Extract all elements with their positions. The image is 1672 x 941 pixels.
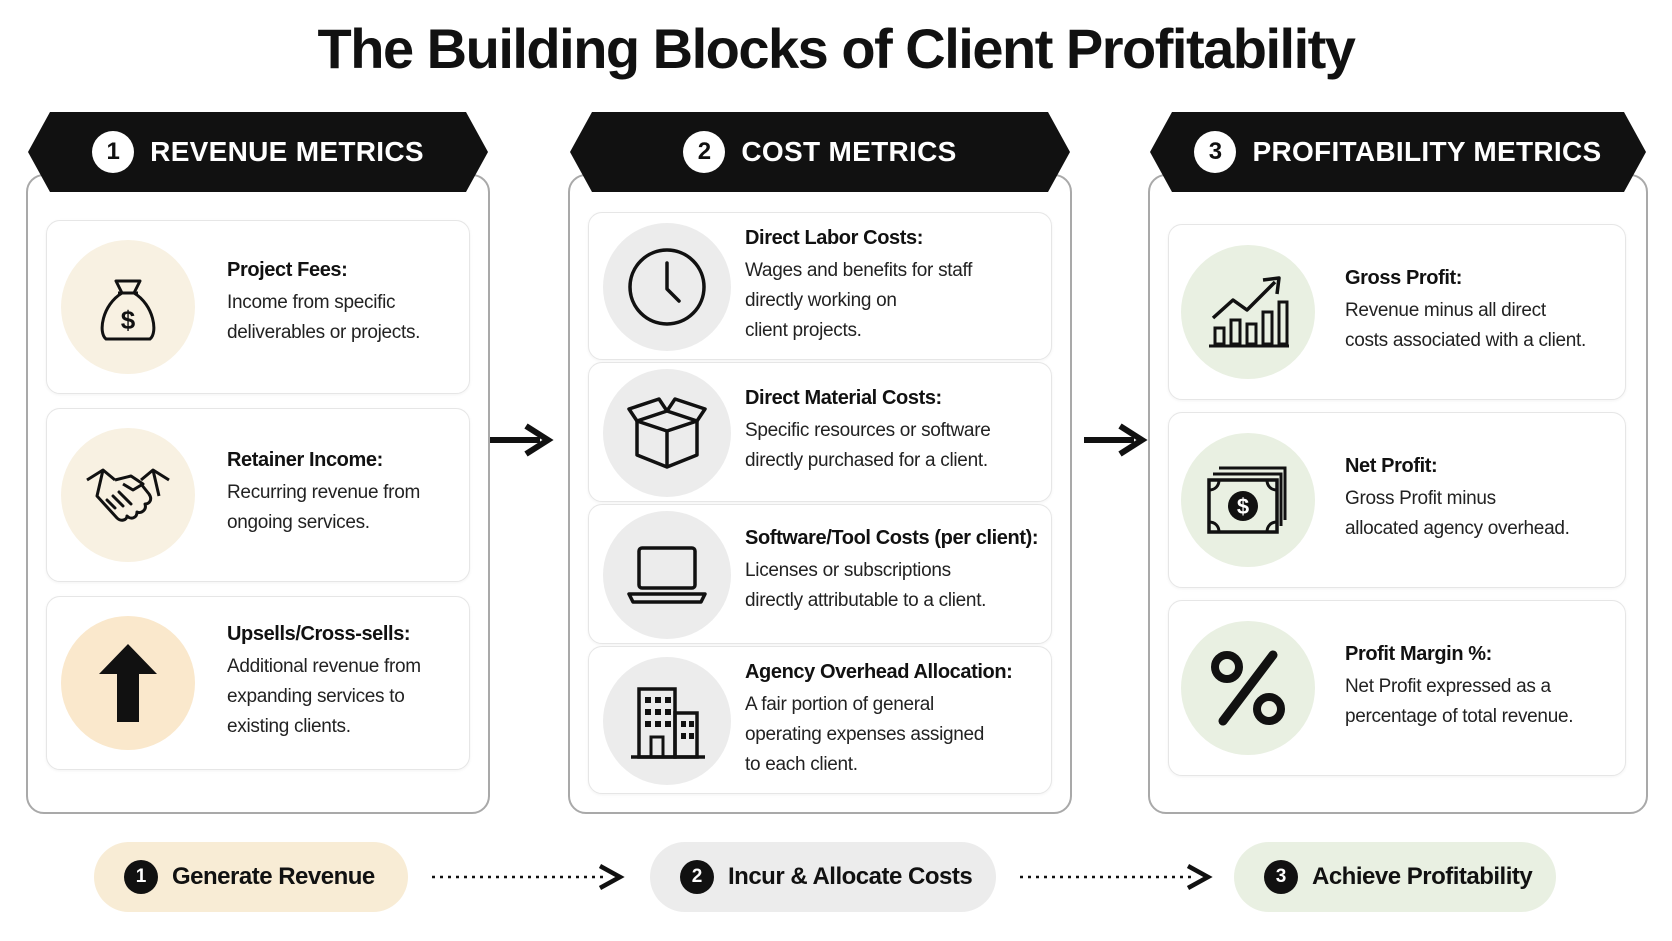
handshake-icon xyxy=(86,468,170,522)
card-direct-material-costs: Direct Material Costs: Specific resource… xyxy=(588,362,1052,502)
flow-step-label: Generate Revenue xyxy=(172,863,375,890)
card-title: Gross Profit: xyxy=(1345,267,1463,289)
box-icon xyxy=(627,397,707,469)
flow-step-number: 2 xyxy=(680,860,714,894)
card-direct-labor-costs: Direct Labor Costs: Wages and benefits f… xyxy=(588,212,1052,360)
money-bag-icon: $ xyxy=(100,279,156,341)
card-title: Agency Overhead Allocation: xyxy=(745,661,1013,683)
icon-badge xyxy=(603,657,731,785)
arrow-up-icon xyxy=(99,644,157,722)
icon-badge xyxy=(1181,621,1315,755)
revenue-metrics-column: 1 REVENUE METRICS $ Project Fees: Income… xyxy=(26,112,490,814)
arrow-right-icon xyxy=(490,423,554,457)
flow-step-label: Incur & Allocate Costs xyxy=(728,863,973,890)
card-description: Recurring revenue from ongoing services. xyxy=(227,482,420,533)
column-heading: REVENUE METRICS xyxy=(150,136,424,167)
building-icon xyxy=(631,687,705,759)
svg-text:$: $ xyxy=(121,305,136,335)
flow-step-number: 3 xyxy=(1264,860,1298,894)
card-title: Profit Margin %: xyxy=(1345,643,1492,665)
card-software-tool-costs: Software/Tool Costs (per client): Licens… xyxy=(588,504,1052,644)
column-heading: COST METRICS xyxy=(741,136,957,167)
card-description: Licenses or subscriptions directly attri… xyxy=(745,560,987,611)
card-profit-margin: Profit Margin %: Net Profit expressed as… xyxy=(1168,600,1626,776)
banknote-icon: $ xyxy=(1207,466,1287,534)
card-description: A fair portion of general operating expe… xyxy=(745,694,985,775)
flow-step-achieve-profitability: 3 Achieve Profitability xyxy=(1234,842,1556,912)
icon-badge xyxy=(61,616,195,750)
icon-badge: $ xyxy=(61,240,195,374)
flow-step-number: 1 xyxy=(124,860,158,894)
card-title: Software/Tool Costs (per client): xyxy=(745,527,1039,549)
icon-badge: $ xyxy=(1181,433,1315,567)
cost-metrics-banner: 2 COST METRICS xyxy=(570,112,1070,192)
card-gross-profit: Gross Profit: Revenue minus all direct c… xyxy=(1168,224,1626,400)
step-number-badge: 3 xyxy=(1194,131,1237,173)
dotted-arrow-icon xyxy=(432,864,625,890)
card-description: Gross Profit minus allocated agency over… xyxy=(1345,488,1570,539)
card-description: Wages and benefits for staff directly wo… xyxy=(745,260,973,341)
arrow-right-icon xyxy=(1084,423,1148,457)
step-number-badge: 1 xyxy=(92,131,135,173)
icon-badge xyxy=(603,369,731,497)
card-agency-overhead-allocation: Agency Overhead Allocation: A fair porti… xyxy=(588,646,1052,794)
step-number-badge: 2 xyxy=(683,131,726,173)
card-title: Retainer Income: xyxy=(227,449,383,471)
card-project-fees: $ Project Fees: Income from specific del… xyxy=(46,220,470,394)
column-heading: PROFITABILITY METRICS xyxy=(1252,136,1602,167)
profitability-metrics-banner: 3 PROFITABILITY METRICS xyxy=(1150,112,1646,192)
banner-shape xyxy=(28,112,488,192)
svg-text:$: $ xyxy=(1237,494,1249,519)
page-title: The Building Blocks of Client Profitabil… xyxy=(317,17,1356,80)
flow-step-label: Achieve Profitability xyxy=(1312,863,1533,890)
card-title: Direct Labor Costs: xyxy=(745,227,923,249)
card-net-profit: $ Net Profit: Gross Profit minus allocat… xyxy=(1168,412,1626,588)
percent-icon xyxy=(1211,650,1285,726)
card-description: Additional revenue from expanding servic… xyxy=(227,656,421,737)
growth-chart-icon xyxy=(1209,276,1289,348)
icon-badge xyxy=(1181,245,1315,379)
dotted-arrow-icon xyxy=(1020,864,1213,890)
profitability-metrics-column: 3 PROFITABILITY METRICS Gross Profit: Re… xyxy=(1148,112,1648,814)
flow-step-generate-revenue: 1 Generate Revenue xyxy=(94,842,408,912)
card-title: Project Fees: xyxy=(227,259,348,281)
card-description: Revenue minus all direct costs associate… xyxy=(1345,300,1586,351)
clock-icon xyxy=(628,248,706,326)
cost-metrics-column: 2 COST METRICS Direct Labor Costs: Wages… xyxy=(568,112,1072,814)
icon-badge xyxy=(61,428,195,562)
card-retainer-income: Retainer Income: Recurring revenue from … xyxy=(46,408,470,582)
card-description: Specific resources or software directly … xyxy=(745,420,991,471)
card-title: Direct Material Costs: xyxy=(745,387,942,409)
icon-badge xyxy=(603,511,731,639)
icon-badge xyxy=(603,223,731,351)
card-title: Upsells/Cross-sells: xyxy=(227,623,411,645)
banner-shape xyxy=(1150,112,1646,192)
laptop-icon xyxy=(627,546,707,604)
revenue-metrics-banner: 1 REVENUE METRICS xyxy=(28,112,488,192)
card-title: Net Profit: xyxy=(1345,455,1438,477)
card-description: Income from specific deliverables or pro… xyxy=(227,292,421,343)
flow-step-incur-allocate-costs: 2 Incur & Allocate Costs xyxy=(650,842,996,912)
card-description: Net Profit expressed as a percentage of … xyxy=(1345,676,1574,727)
card-upsells-cross-sells: Upsells/Cross-sells: Additional revenue … xyxy=(46,596,470,770)
